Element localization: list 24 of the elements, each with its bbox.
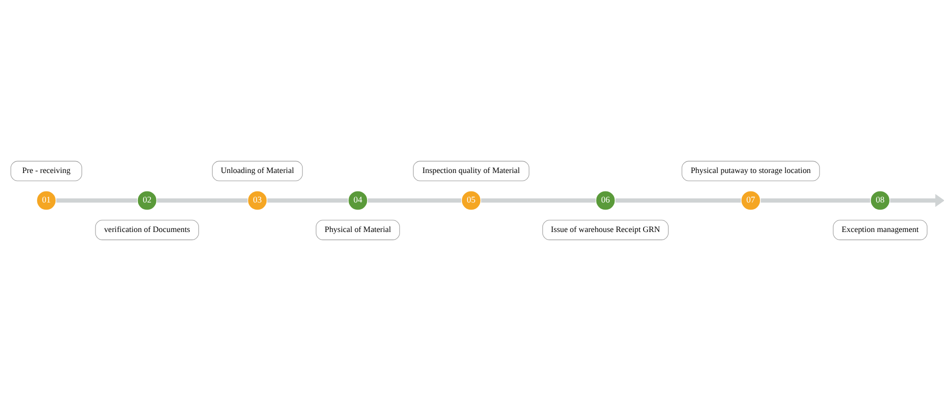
node-circle: 06 — [595, 190, 616, 211]
node-circle: 08 — [870, 190, 891, 211]
connector — [267, 198, 348, 203]
connector — [481, 198, 596, 203]
node-box: Unloading of Material — [212, 160, 303, 182]
node-circle: 01 — [36, 190, 57, 211]
connector — [760, 198, 870, 203]
node-box: Inspection quality of Material — [413, 160, 530, 182]
node-circle: 05 — [460, 190, 482, 211]
connector — [156, 198, 248, 203]
node-circle: 03 — [247, 190, 268, 211]
node-box: Physical putaway to storage location — [682, 160, 820, 182]
connector — [368, 198, 462, 203]
node-circle: 07 — [740, 190, 762, 211]
node-box: verification of Documents — [95, 220, 199, 240]
node-circle: 02 — [136, 190, 158, 211]
node-circle: 04 — [347, 190, 368, 211]
connector — [616, 198, 741, 203]
node-box: Physical of Material — [316, 220, 400, 240]
connector — [56, 198, 138, 203]
node-box: Pre - receiving — [10, 160, 82, 182]
arrow — [890, 194, 944, 207]
node-box: Exception management — [832, 220, 928, 240]
node-box: Issue of warehouse Receipt GRN — [542, 220, 669, 240]
